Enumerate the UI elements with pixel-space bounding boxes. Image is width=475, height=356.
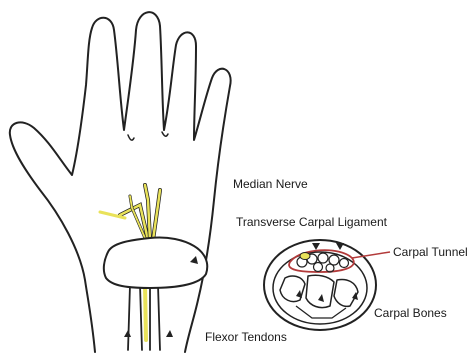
median-nerve-label: Median Nerve xyxy=(233,178,308,190)
hand-outline xyxy=(10,12,231,352)
transverse-carpal-ligament-band xyxy=(104,237,207,288)
flexor-tendons xyxy=(128,285,160,350)
carpal-tunnel-label: Carpal Tunnel xyxy=(393,246,468,258)
transverse-carpal-ligament-label: Transverse Carpal Ligament xyxy=(236,216,387,228)
median-nerve-branches xyxy=(100,185,160,240)
wrist-cross-section xyxy=(264,240,376,330)
carpal-bones-label: Carpal Bones xyxy=(374,307,447,319)
flexor-tendons-label: Flexor Tendons xyxy=(205,331,287,343)
